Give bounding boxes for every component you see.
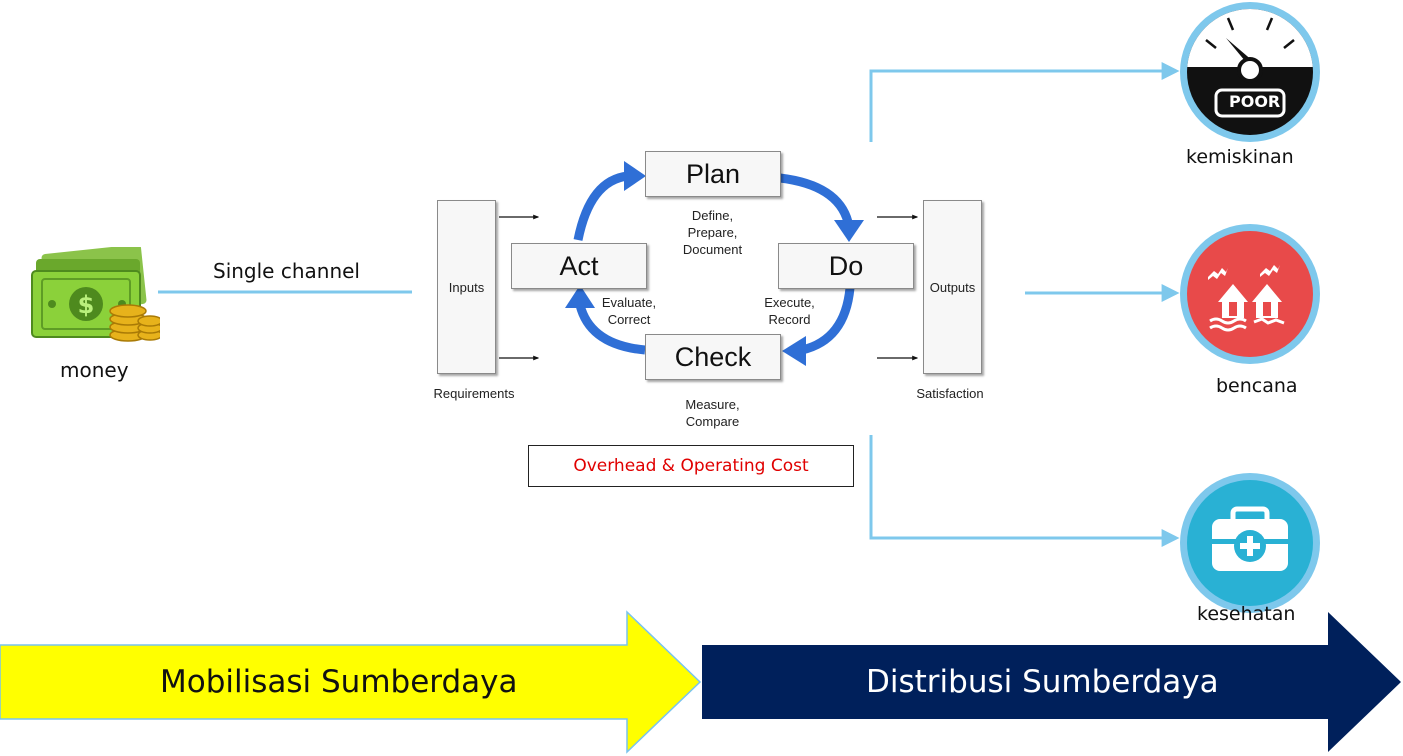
kemiskinan-label: kemiskinan	[1186, 146, 1294, 168]
output-connectors	[869, 62, 1180, 547]
check-caption-line: Measure,	[685, 397, 740, 412]
outputs-box: Outputs	[923, 200, 982, 374]
bencana-label: bencana	[1216, 375, 1298, 397]
check-box: Check	[645, 334, 781, 380]
pdca-cycle-arrows	[573, 171, 855, 355]
svg-text:$: $	[78, 291, 95, 319]
plan-caption: Define, Prepare, Document	[660, 207, 765, 258]
health-kit-icon	[1180, 473, 1320, 613]
do-box: Do	[778, 243, 914, 289]
kesehatan-label: kesehatan	[1197, 603, 1296, 625]
poverty-gauge-icon	[1180, 2, 1320, 142]
overhead-cost-label: Overhead & Operating Cost	[573, 456, 809, 476]
check-caption-line: Compare	[685, 414, 740, 429]
single-channel-label: Single channel	[213, 259, 360, 283]
overhead-cost-box: Overhead & Operating Cost	[528, 445, 854, 487]
act-caption: Evaluate, Correct	[584, 294, 674, 328]
pdca-cycle-arrowheads	[565, 161, 864, 366]
io-small-arrows	[499, 214, 919, 361]
act-caption-line: Evaluate,	[601, 295, 657, 310]
plan-caption-line: Prepare,	[687, 225, 738, 240]
poor-badge: POOR	[1229, 92, 1281, 111]
act-caption-line: Correct	[607, 312, 651, 327]
do-label: Do	[828, 250, 864, 281]
plan-caption-line: Define,	[691, 208, 734, 223]
inputs-label: Inputs	[448, 279, 485, 295]
banner-left-arrow	[0, 610, 702, 754]
plan-box: Plan	[645, 151, 781, 197]
do-caption-line: Record	[768, 312, 811, 327]
banner-right-arrow	[702, 612, 1401, 752]
requirements-caption: Requirements	[433, 386, 515, 401]
act-label: Act	[559, 250, 599, 281]
outputs-label: Outputs	[929, 279, 976, 295]
satisfaction-caption: Satisfaction	[916, 386, 984, 401]
check-label: Check	[674, 341, 752, 372]
connector-kesehatan	[869, 435, 1180, 547]
check-caption: Measure, Compare	[660, 396, 765, 430]
plan-caption-line: Document	[682, 242, 743, 257]
do-caption-line: Execute,	[764, 295, 815, 310]
do-caption: Execute, Record	[742, 294, 837, 328]
banner-right-label: Distribusi Sumberdaya	[866, 664, 1219, 700]
disaster-icon	[1180, 224, 1320, 364]
banner-left-label: Mobilisasi Sumberdaya	[160, 664, 518, 700]
inputs-box: Inputs	[437, 200, 496, 374]
plan-label: Plan	[685, 158, 741, 189]
money-icon: $	[31, 247, 160, 342]
money-label: money	[60, 358, 129, 382]
act-box: Act	[511, 243, 647, 289]
connector-kemiskinan	[869, 62, 1180, 142]
